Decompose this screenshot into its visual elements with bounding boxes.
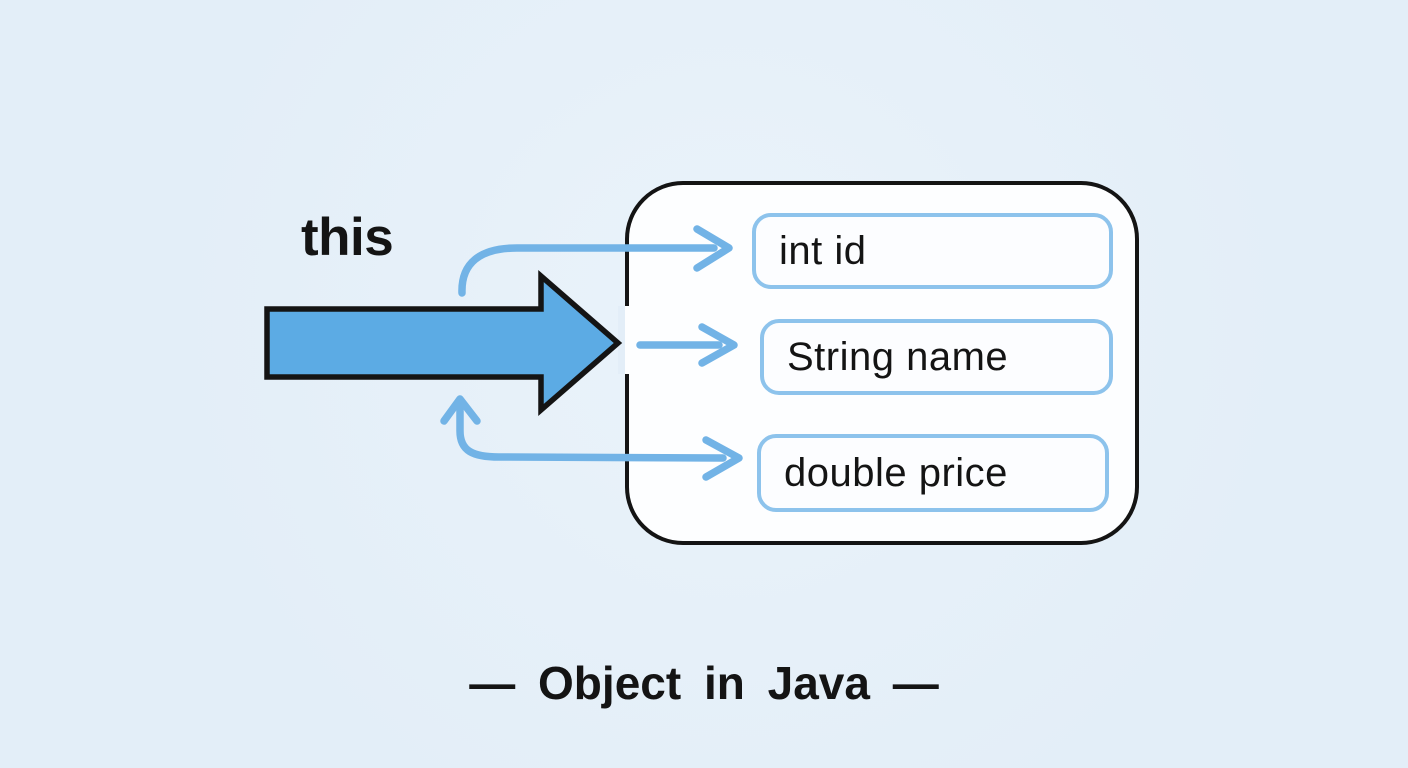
field-box-string-name: String name bbox=[760, 319, 1113, 395]
field-label-string-name: String name bbox=[787, 334, 1009, 379]
field-label-int-id: int id bbox=[779, 228, 867, 273]
field-box-double-price: double price bbox=[757, 434, 1109, 512]
this-label: this bbox=[301, 208, 394, 267]
container-border-gap bbox=[618, 306, 634, 374]
diagram-caption: — Object in Java — bbox=[469, 657, 939, 709]
this-pointer-arrow-icon bbox=[264, 269, 623, 417]
field-label-double-price: double price bbox=[784, 450, 1008, 495]
field-box-int-id: int id bbox=[752, 213, 1113, 289]
